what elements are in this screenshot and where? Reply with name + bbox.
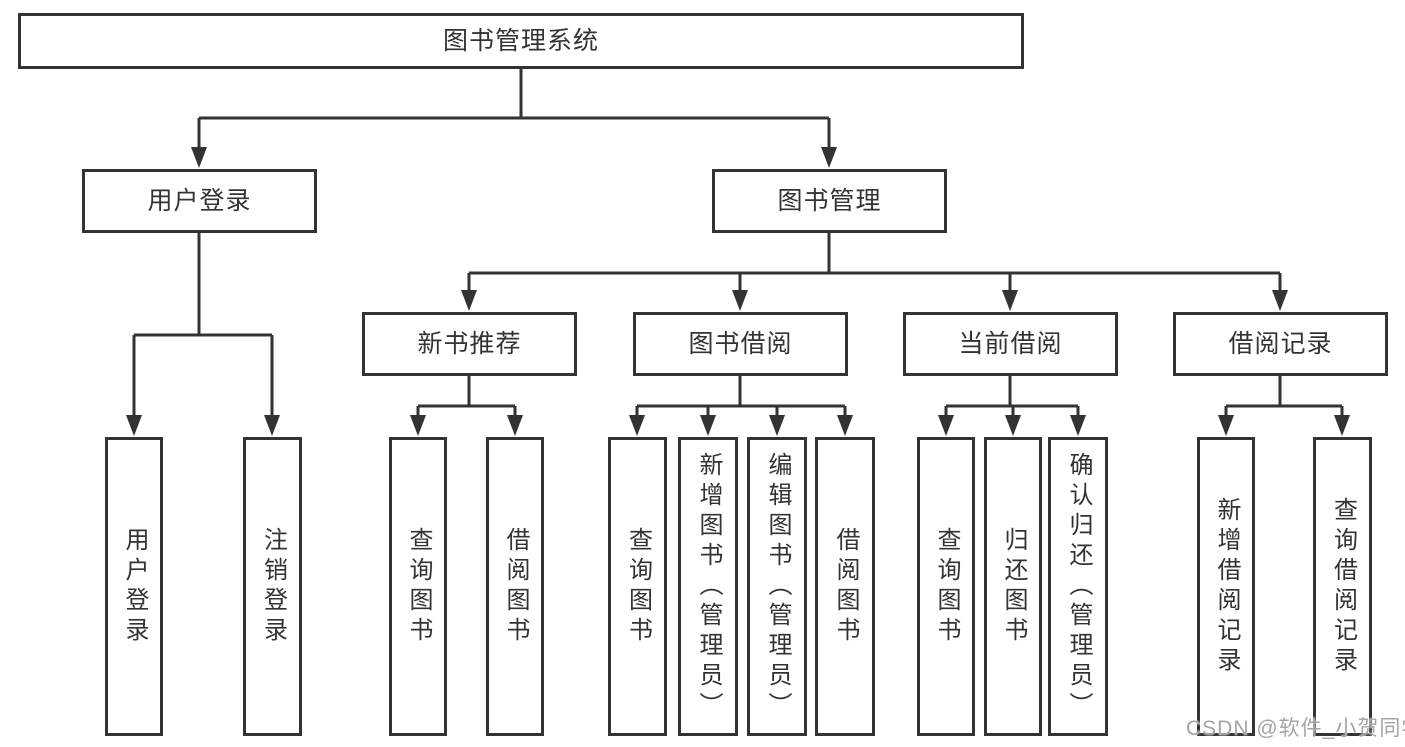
leaf-add-borrow-record: 新增借阅记录 — [1197, 437, 1255, 736]
leaf-add-book-admin: 新增图书（管理员） — [678, 437, 738, 736]
node-user-login: 用户登录 — [82, 169, 317, 233]
leaf-confirm-return-admin: 确认归还（管理员） — [1048, 437, 1108, 736]
node-current-borrowing: 当前借阅 — [903, 312, 1118, 376]
node-book-management: 图书管理 — [712, 169, 947, 233]
leaf-borrow-book-recommend: 借阅图书 — [486, 437, 544, 736]
leaf-return-book: 归还图书 — [984, 437, 1042, 736]
leaf-query-book-current: 查询图书 — [917, 437, 975, 736]
csdn-watermark: CSDN @软件_小贺同学 — [1186, 717, 1405, 740]
node-library-management-system: 图书管理系统 — [18, 13, 1024, 69]
node-borrowing-records: 借阅记录 — [1173, 312, 1388, 376]
leaf-borrow-book-borrowing: 借阅图书 — [815, 437, 875, 736]
leaf-user-login: 用户登录 — [105, 437, 163, 736]
arrowhead-icons — [126, 147, 1350, 436]
node-book-borrowing: 图书借阅 — [633, 312, 848, 376]
leaf-query-book-borrowing: 查询图书 — [608, 437, 667, 736]
leaf-edit-book-admin: 编辑图书（管理员） — [747, 437, 807, 736]
leaf-query-book-recommend: 查询图书 — [389, 437, 447, 736]
leaf-logout: 注销登录 — [243, 437, 302, 736]
node-new-book-recommend: 新书推荐 — [362, 312, 577, 376]
leaf-query-borrow-record: 查询借阅记录 — [1313, 437, 1372, 736]
